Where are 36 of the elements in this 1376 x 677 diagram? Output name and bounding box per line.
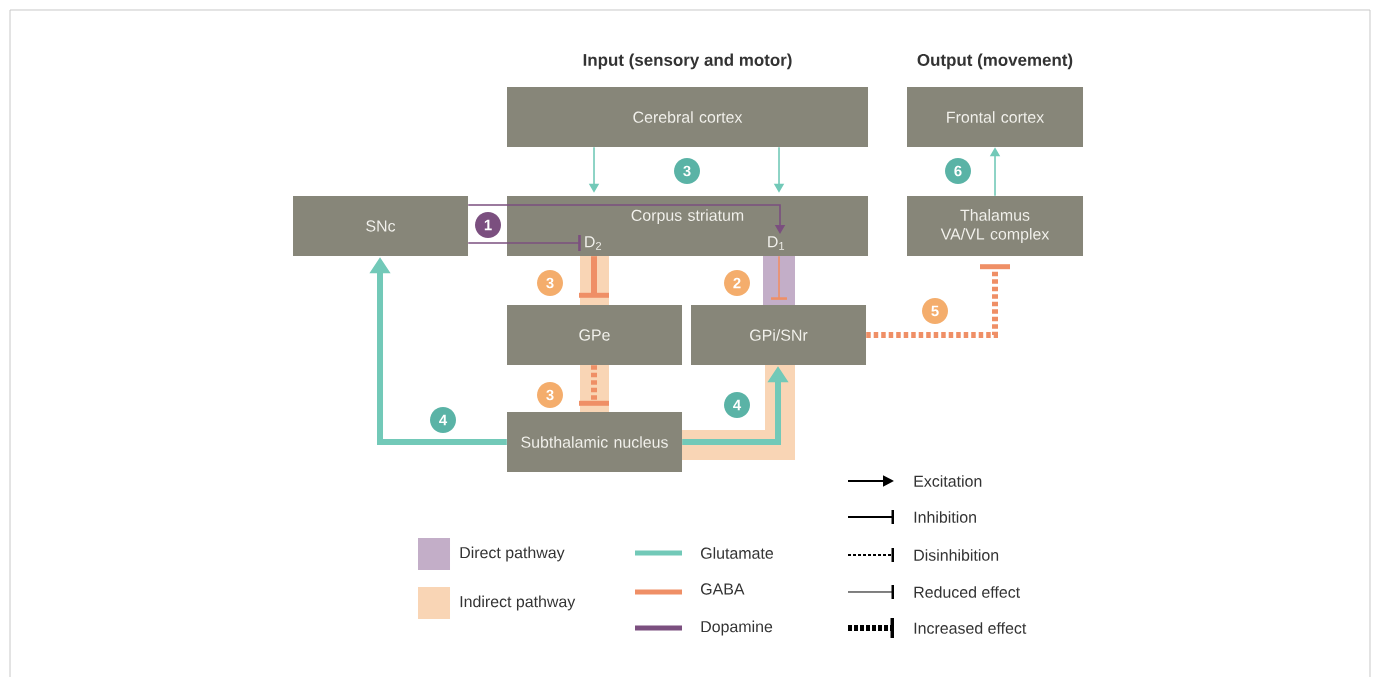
legend-text: Glutamate xyxy=(701,547,774,559)
column-heading: Input (sensory and motor) xyxy=(583,53,792,70)
callout-number: 6 xyxy=(945,158,971,184)
callout-number: 3 xyxy=(537,270,563,296)
pathway-arrow xyxy=(579,256,609,298)
structure-box: Cerebral cortex xyxy=(507,87,868,147)
column-heading: Output (movement) xyxy=(917,53,1073,70)
legend-text: Direct pathway xyxy=(460,546,565,562)
receptor-label: D$_{2}$ xyxy=(585,236,602,250)
structure-box: Subthalamic nucleus xyxy=(507,412,682,472)
legend-text: Dopamine xyxy=(701,620,773,636)
structure-box: Thalamus VA/VL complex xyxy=(907,196,1083,256)
legend-text: Excitation xyxy=(914,475,982,487)
legend-text: Inhibition xyxy=(914,511,976,523)
callout-number: 1 xyxy=(475,212,501,238)
legend-text: GABA xyxy=(701,583,745,595)
legend-text: Indirect pathway xyxy=(460,595,576,611)
structure-box: Frontal cortex xyxy=(907,87,1083,147)
pathway-arrow xyxy=(866,264,1010,338)
receptor-label: D$_{1}$ xyxy=(768,236,785,250)
callout-number: 4 xyxy=(724,392,750,418)
pathway-arrow xyxy=(771,255,787,300)
callout-number: 3 xyxy=(537,382,563,408)
structure-box: GPe xyxy=(507,305,682,365)
legend-text: Increased effect xyxy=(914,622,1027,634)
pathway-arrow xyxy=(467,235,581,251)
structure-box: SNc xyxy=(293,196,468,256)
callout-number: 2 xyxy=(724,270,750,296)
legend-text: Reduced effect xyxy=(914,586,1020,598)
callout-number: 5 xyxy=(922,298,948,324)
legend-text: Disinhibition xyxy=(914,549,999,561)
callout-number: 4 xyxy=(430,407,456,433)
pathway-arrow xyxy=(467,204,786,234)
structure-box: GPi/SNr xyxy=(691,305,866,365)
callout-number: 3 xyxy=(674,158,700,184)
pathway-arrow xyxy=(579,365,609,406)
